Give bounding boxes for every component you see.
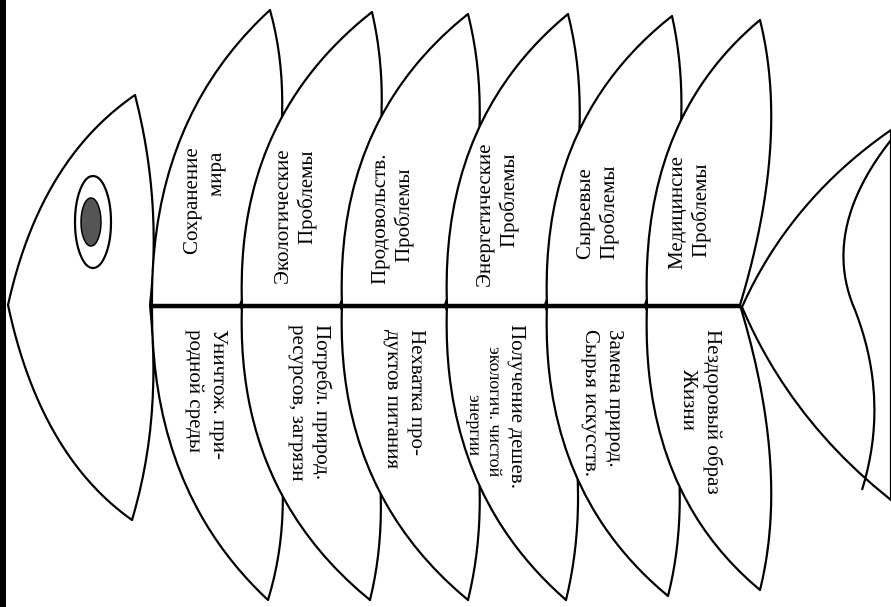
bone-2-top-line-2: Проблемы	[293, 151, 317, 245]
bone-4-bottom-line-3: энергии	[466, 395, 486, 456]
bone-6-top-line-2: Проблемы	[687, 164, 711, 258]
bone-3-bottom-line-2: дуктов питания	[383, 330, 407, 469]
bone-1-bottom-label: Уничтож. при- родной среды	[185, 330, 233, 460]
bone-3-top-line-1: Продовольств.	[366, 155, 390, 285]
bone-1-top-line-2: мира	[202, 152, 226, 197]
bone-3-bottom-label: Нехватка про- дуктов питания	[383, 330, 431, 469]
bone-4-bottom-line-1: Получение дешев.	[507, 325, 531, 489]
eye-pupil	[81, 198, 101, 246]
bone-6-top-line-1: Медицинсие	[663, 157, 687, 270]
bone-1-top-line-1: Сохранение	[178, 148, 202, 255]
bone-2-bottom-line-2: ресурсов, загрязн	[288, 325, 312, 482]
bone-4-top-line-2: Проблемы	[495, 154, 519, 248]
bone-6-bottom-line-1: Нездоровый образ	[703, 330, 727, 495]
bone-1-bottom-line-1: Уничтож. при-	[209, 330, 233, 460]
bone-3-top-line-2: Проблемы	[390, 169, 414, 263]
bone-2-top-line-1: Экологические	[269, 150, 293, 285]
fish-head	[8, 95, 154, 520]
bone-5-bottom-line-1: Замена природ.	[605, 330, 629, 468]
bone-5-top-line-1: Сырьевые	[571, 169, 595, 260]
bone-4-top-line-1: Энергетические	[471, 145, 495, 288]
bone-2-bottom-label: Потребл. природ. ресурсов, загрязн	[288, 325, 336, 482]
bone-5-top-line-2: Проблемы	[595, 166, 619, 260]
bone-3-bottom-line-1: Нехватка про-	[407, 330, 431, 456]
bone-6-bottom-line-2: Жизни	[679, 370, 703, 431]
bone-5-top-label: Сырьевые Проблемы	[571, 166, 619, 260]
bone-5-bottom-label: Замена природ. Сырья искусств.	[581, 330, 629, 477]
bone-4-bottom-line-2: экологич. чистой	[486, 347, 506, 478]
bone-1-bottom-line-2: родной среды	[185, 330, 209, 453]
bone-6-top-label: Медицинсие Проблемы	[663, 157, 711, 270]
bone-5-bottom-line-2: Сырья искусств.	[581, 330, 605, 477]
bone-2-bottom-line-1: Потребл. природ.	[312, 325, 336, 480]
left-border	[0, 0, 6, 607]
